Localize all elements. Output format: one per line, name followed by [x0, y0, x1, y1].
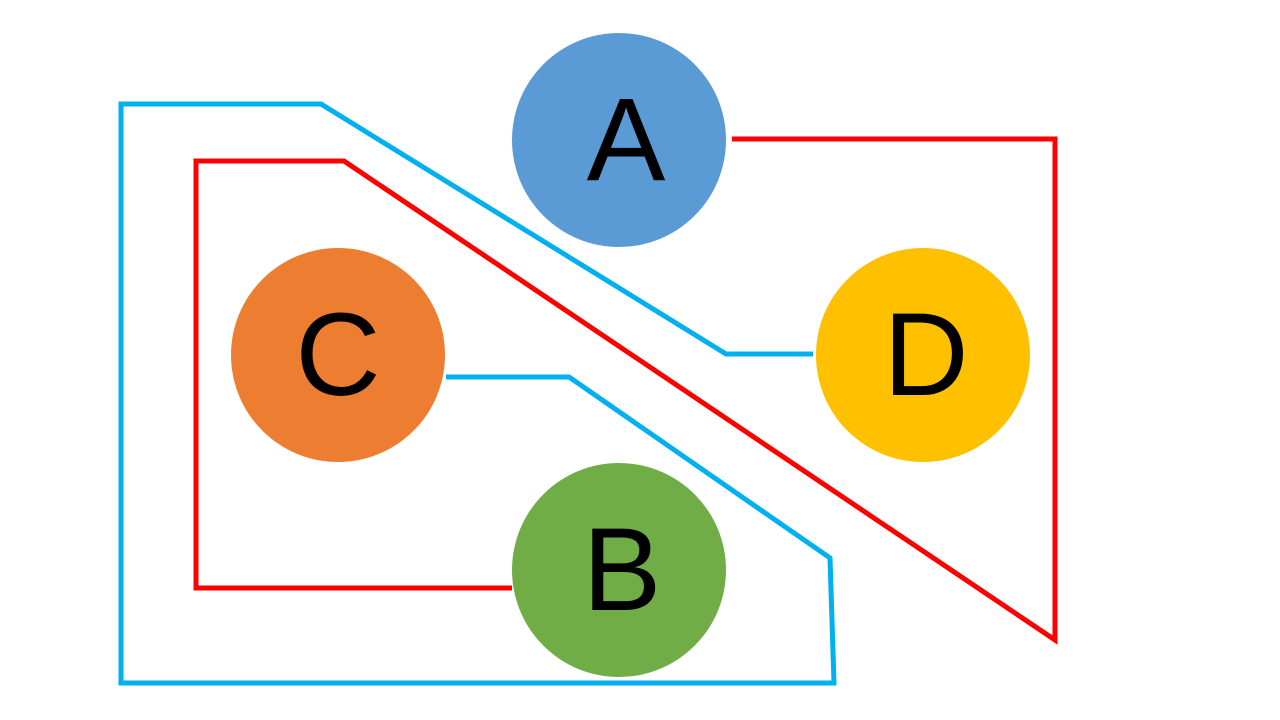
node-a-label: A — [587, 74, 666, 206]
node-b[interactable]: B — [512, 463, 726, 677]
node-c-circle — [231, 248, 445, 462]
node-d[interactable]: D — [816, 248, 1030, 462]
node-d-label: D — [883, 289, 968, 421]
node-b-circle — [512, 463, 726, 677]
connector-a-to-b — [193, 136, 1058, 645]
node-a-circle — [512, 33, 726, 247]
node-a[interactable]: A — [512, 33, 726, 247]
node-d-circle — [816, 248, 1030, 462]
connector-d-to-outer-loop — [118, 101, 837, 686]
node-b-label: B — [583, 504, 662, 636]
node-c[interactable]: C — [231, 248, 445, 462]
node-c-label: C — [295, 289, 380, 421]
